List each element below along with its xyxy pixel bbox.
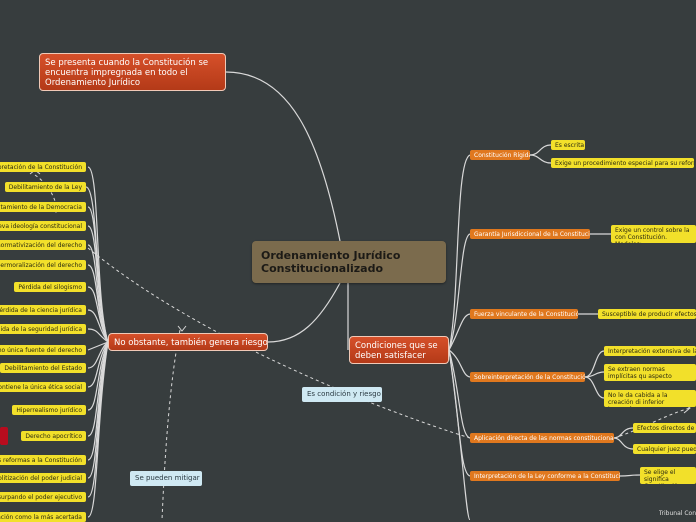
connector-risk-7 xyxy=(87,286,109,343)
central-topic[interactable]: Ordenamiento Jurídico Constitucionalizad… xyxy=(252,241,446,283)
topic-law-interpretation[interactable]: Interpretación de la Ley conforme a la C… xyxy=(470,471,620,481)
leaf-control-models[interactable]: Exige un control sobre la con Constituci… xyxy=(611,225,696,243)
arrowhead-mitigate xyxy=(177,325,187,332)
risk-usurping-executive[interactable]: Usurpando el poder ejecutivo xyxy=(0,492,86,502)
connector-leaf-4a xyxy=(584,350,605,378)
risk-new-ideology[interactable]: Nueva ideología constitucional xyxy=(0,221,86,231)
risk-syllogism-loss[interactable]: Pérdida del silogismo xyxy=(14,282,86,292)
leaf-chosen-meaning[interactable]: Se elige el significa Constitución xyxy=(640,467,696,484)
dashed-link-mitigate xyxy=(161,329,181,520)
connector-cond-4 xyxy=(448,349,471,378)
risk-most-accurate[interactable]: Vinculación como la más acertada xyxy=(0,512,86,522)
dashed-link-risk-top xyxy=(34,174,57,216)
connector-cond-3 xyxy=(448,313,471,351)
leaf-no-lower-hierarchy[interactable]: No le da cabida a la creación di inferio… xyxy=(604,390,696,407)
leaf-special-procedure[interactable]: Exige un procedimiento especial para su … xyxy=(551,158,694,168)
topic-binding-force[interactable]: Fuerza vinculante de la Constitución xyxy=(470,309,578,319)
leaf-implicit-norms[interactable]: Se extraen normas implícitas qu aspecto xyxy=(604,364,696,381)
connector-top xyxy=(225,71,341,242)
footer-tribunal: Tribunal Con xyxy=(658,510,696,517)
connector-cond-5 xyxy=(448,349,471,439)
leaf-legal-effects[interactable]: Susceptible de producir efectos ju xyxy=(598,309,696,319)
connector-risk-13 xyxy=(87,341,109,411)
risk-only-ethics[interactable]: Que contiene la única ética social xyxy=(0,382,86,392)
risk-weak-state[interactable]: Debilitamiento del Estado xyxy=(0,363,86,373)
risk-denormativization[interactable]: Desnormativización del derecho xyxy=(0,240,86,250)
risk-constitution-reforms[interactable]: Las reformas a la Constitución xyxy=(0,455,86,465)
leaf-any-judge[interactable]: Cualquier juez puede xyxy=(633,444,696,454)
dashed-link-aplicacion xyxy=(613,407,691,439)
topic-direct-application[interactable]: Aplicación directa de las normas constit… xyxy=(470,433,614,443)
note-condition-and-risk[interactable]: Es condición y riesgo xyxy=(302,387,382,402)
note-can-be-mitigated[interactable]: Se pueden mitigar xyxy=(130,471,202,486)
risk-legal-science-loss[interactable]: Pérdida de la ciencia jurídica xyxy=(0,305,86,315)
connector-leaf-1b xyxy=(529,154,552,164)
connector-leaf-5b xyxy=(613,437,634,450)
connector-cond-1 xyxy=(448,154,471,351)
connector-risk-11 xyxy=(87,341,109,369)
topic-rigid-constitution[interactable]: Constitución Rígida xyxy=(470,150,530,160)
topic-jurisdictional-guarantee[interactable]: Garantía Jurisdiccional de la Constituci… xyxy=(470,229,590,239)
risk-legal-certainty-loss[interactable]: Pérdida de la seguridad jurídica xyxy=(0,324,86,334)
leaf-written[interactable]: Es escrita xyxy=(551,140,585,150)
connector-cond-7 xyxy=(448,349,471,520)
branch-conditions[interactable]: Condiciones que se deben satisfacer xyxy=(349,336,449,364)
connector-left xyxy=(267,282,341,343)
connector-cond-2 xyxy=(448,233,471,351)
risk-interpretation[interactable]: Interpretación de la Constitución xyxy=(0,162,86,172)
branch-risks[interactable]: No obstante, también genera riesgos xyxy=(108,333,268,351)
risk-weak-law[interactable]: Debilitamiento de la Ley xyxy=(4,182,86,192)
risk-judicial-politicization[interactable]: Politización del poder judicial xyxy=(0,473,86,483)
connector-leaf-4b xyxy=(584,371,605,378)
dashed-link-condition xyxy=(87,247,471,439)
risk-apocritic-law[interactable]: Derecho apocrítico xyxy=(21,431,86,441)
red-marker xyxy=(0,427,8,445)
connector-risk-1 xyxy=(87,166,109,343)
leaf-direct-effects[interactable]: Efectos directos de la xyxy=(633,423,696,433)
risk-only-source[interactable]: Como única fuente del derecho xyxy=(0,345,86,355)
connector-risk-9 xyxy=(87,328,109,343)
connector-risk-18 xyxy=(87,341,109,518)
connector-leaf-4c xyxy=(584,376,605,399)
connector-leaf-5a xyxy=(613,427,634,439)
topic-overinterpretation[interactable]: Sobreinterpretación de la Constitución xyxy=(470,372,585,382)
connector-risk-12 xyxy=(87,341,109,388)
connector-leaf-1a xyxy=(529,144,552,156)
connector-leaf-6 xyxy=(619,474,641,477)
risk-hypermoralization[interactable]: Hipermoralización del derecho xyxy=(0,260,86,270)
risk-hyperrealism[interactable]: Hiperrealismo jurídico xyxy=(12,405,86,415)
connector-risk-8 xyxy=(87,309,109,343)
connector-risk-14 xyxy=(87,341,109,437)
connector-risk-10 xyxy=(87,341,109,351)
branch-constitution-impregnated[interactable]: Se presenta cuando la Constitución se en… xyxy=(39,53,226,91)
risk-weak-democracy[interactable]: Debilitamiento de la Democracia xyxy=(0,202,86,212)
leaf-extensive-interpretation[interactable]: Interpretación extensiva de la C xyxy=(604,346,696,356)
connector-risk-4 xyxy=(87,225,109,343)
